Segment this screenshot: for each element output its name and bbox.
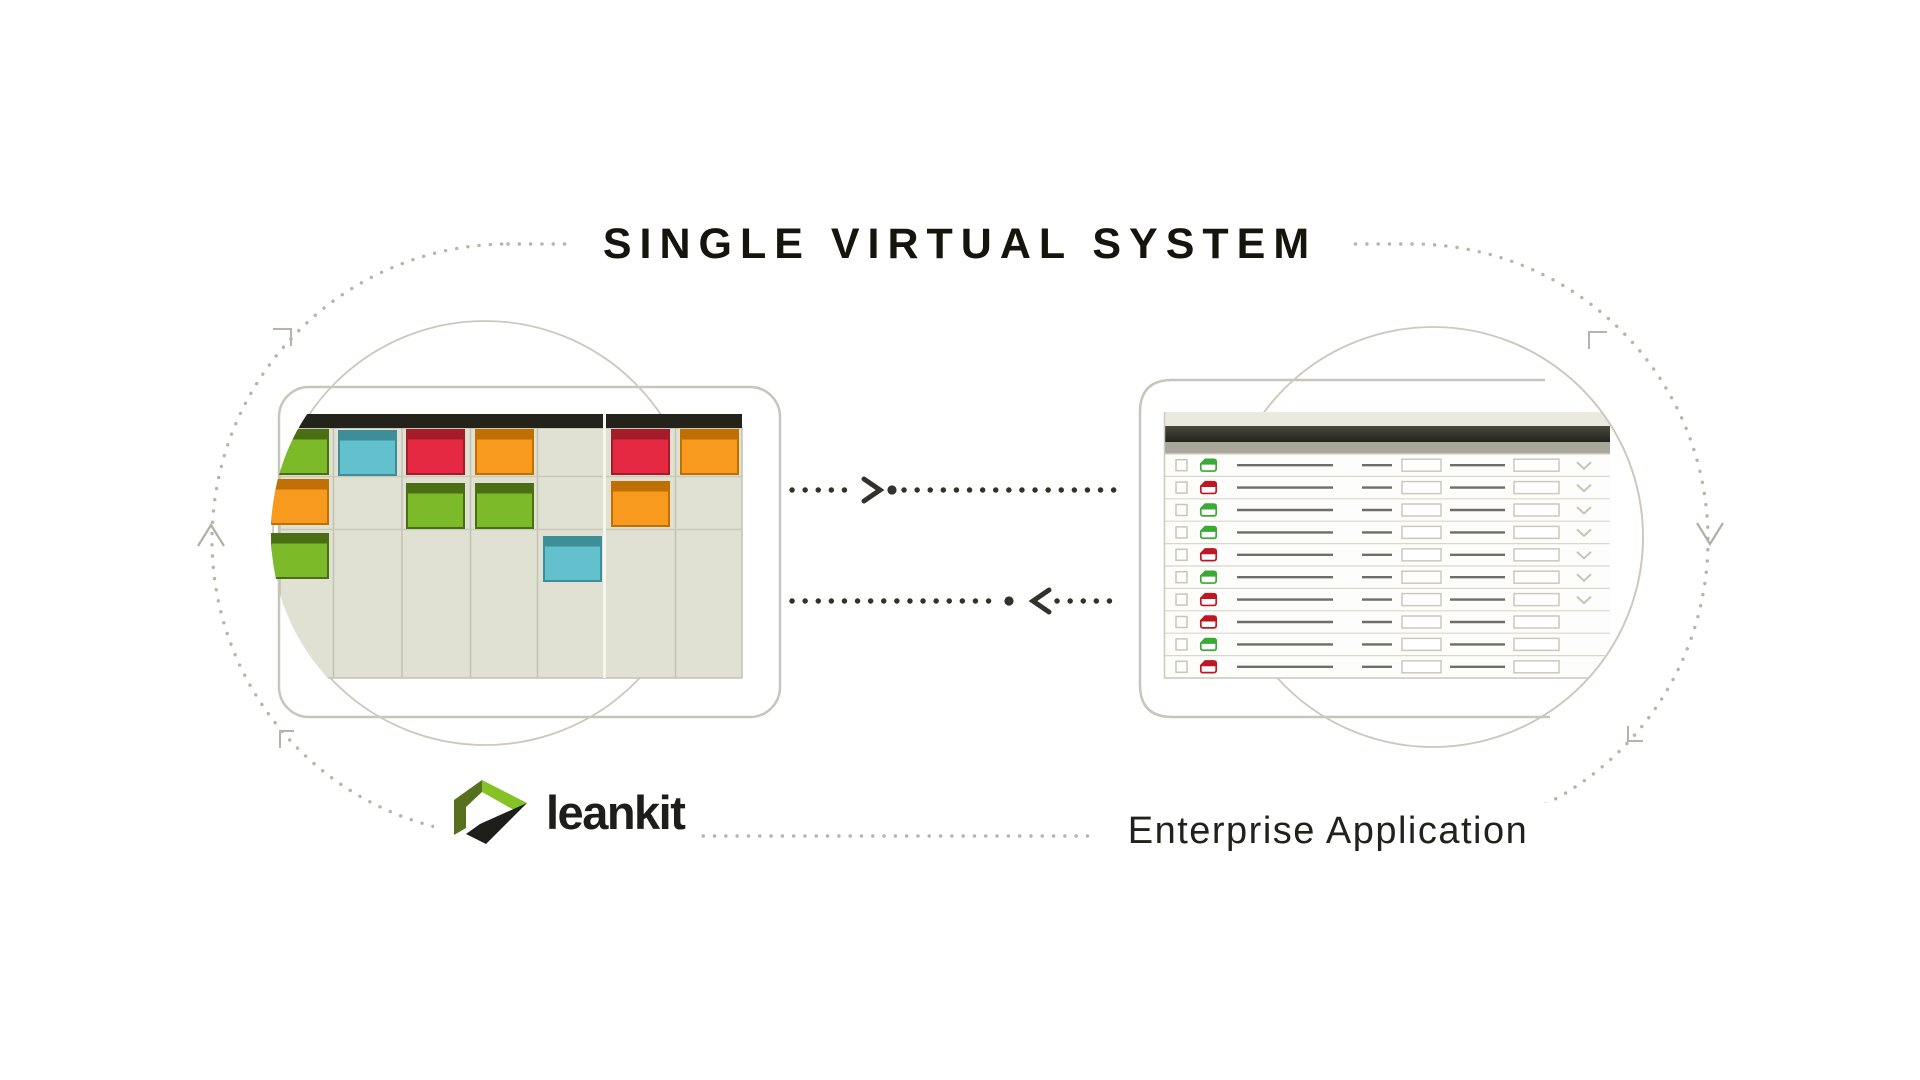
arrow-head-left-icon — [1028, 587, 1052, 615]
row-chevron-down-icon — [1576, 528, 1592, 538]
row-input-box — [1401, 637, 1442, 652]
sync-arrow-right — [789, 476, 1117, 504]
row-input-box — [1513, 615, 1560, 629]
row-chevron-down-icon — [1576, 595, 1592, 605]
row-checkbox-icon — [1175, 548, 1188, 562]
row-input-box — [1401, 660, 1442, 674]
card-flag-green-icon — [1199, 570, 1218, 584]
enterprise-application-label: Enterprise Application — [1092, 803, 1564, 859]
row-input-box — [1401, 525, 1442, 540]
loop-corner-bottom-left-icon — [279, 730, 294, 748]
table-rows — [1164, 453, 1610, 679]
row-input-box — [1513, 458, 1560, 472]
kanban-tablet — [271, 320, 782, 746]
row-input-box — [1513, 548, 1560, 562]
row-input-box — [1401, 615, 1442, 629]
leankit-hexagon-icon — [454, 780, 527, 844]
table-tablet — [1138, 326, 1644, 748]
kanban-cards — [271, 429, 739, 582]
kanban-board — [271, 414, 743, 679]
row-chevron-down-icon — [1576, 506, 1592, 515]
board-lane-lines — [280, 475, 742, 531]
row-chevron-down-icon — [1576, 461, 1592, 471]
table-row — [1164, 610, 1610, 629]
table-header-band — [1164, 426, 1610, 442]
row-input-box — [1513, 525, 1560, 540]
table-row — [1164, 453, 1610, 472]
card-flag-red-icon — [1199, 660, 1218, 674]
leankit-wordmark: leankit — [546, 785, 686, 839]
row-input-box — [1401, 480, 1442, 495]
table-toolbar-band — [1164, 412, 1610, 426]
row-chevron-down-icon — [1576, 551, 1592, 560]
kanban-card-green — [271, 533, 329, 579]
row-input-box — [1401, 592, 1442, 607]
row-input-box — [1513, 570, 1560, 584]
kanban-card-orange — [271, 479, 329, 525]
card-flag-red-icon — [1199, 548, 1218, 562]
sync-arrow-left — [789, 587, 1117, 615]
row-input-box — [1401, 458, 1442, 472]
row-checkbox-icon — [1175, 593, 1188, 606]
arrow-head-right-icon — [861, 476, 885, 504]
card-flag-green-icon — [1199, 458, 1218, 472]
row-chevron-down-icon — [1576, 573, 1592, 583]
card-flag-red-icon — [1199, 592, 1218, 607]
loop-corner-top-left-icon — [273, 328, 292, 346]
row-checkbox-icon — [1175, 503, 1188, 517]
row-checkbox-icon — [1175, 570, 1188, 584]
row-chevron-down-icon — [1576, 483, 1592, 493]
row-checkbox-icon — [1175, 660, 1188, 674]
table-row — [1164, 475, 1610, 495]
table-subheader-band — [1164, 442, 1610, 454]
table-row — [1164, 520, 1610, 540]
table-row — [1164, 498, 1610, 517]
kanban-card-teal — [338, 430, 397, 476]
card-flag-green-icon — [1199, 503, 1218, 517]
row-checkbox-icon — [1175, 615, 1188, 629]
card-flag-red-icon — [1199, 480, 1218, 495]
board-column-separators — [332, 428, 677, 678]
table-row — [1164, 632, 1610, 652]
loop-corner-top-right-icon — [1588, 331, 1607, 349]
kanban-card-red — [406, 429, 465, 475]
kanban-card-orange — [680, 429, 739, 475]
right-circle-arc-overlay — [1511, 341, 1644, 733]
row-checkbox-icon — [1175, 458, 1188, 472]
card-flag-green-icon — [1199, 637, 1218, 652]
enterprise-table — [1163, 412, 1610, 679]
loop-chevron-down-icon — [1696, 522, 1724, 547]
loop-corner-bottom-right-icon — [1627, 726, 1643, 742]
row-input-box — [1513, 660, 1560, 674]
card-flag-red-icon — [1199, 615, 1218, 629]
board-header-bar — [280, 414, 742, 428]
loop-chevron-up-icon — [197, 522, 225, 547]
row-checkbox-icon — [1175, 638, 1188, 651]
row-checkbox-icon — [1175, 526, 1188, 539]
kanban-card-green — [475, 483, 534, 529]
row-input-box — [1513, 503, 1560, 517]
table-row — [1164, 587, 1610, 607]
row-input-box — [1401, 548, 1442, 562]
row-input-box — [1401, 570, 1442, 584]
table-row — [1164, 654, 1610, 674]
row-input-box — [1401, 503, 1442, 517]
row-input-box — [1513, 480, 1560, 495]
kanban-card-teal — [543, 536, 602, 582]
table-row — [1164, 542, 1610, 562]
row-input-box — [1513, 637, 1560, 652]
diagram-title: SINGLE VIRTUAL SYSTEM — [570, 217, 1350, 271]
row-input-box — [1513, 592, 1560, 607]
card-flag-green-icon — [1199, 525, 1218, 540]
kanban-card-red — [611, 429, 670, 475]
leankit-logo: leankit — [434, 772, 701, 852]
kanban-card-green — [406, 483, 465, 529]
table-row — [1164, 565, 1610, 584]
kanban-card-orange — [475, 429, 534, 475]
row-checkbox-icon — [1175, 481, 1188, 494]
kanban-card-orange — [611, 481, 670, 527]
